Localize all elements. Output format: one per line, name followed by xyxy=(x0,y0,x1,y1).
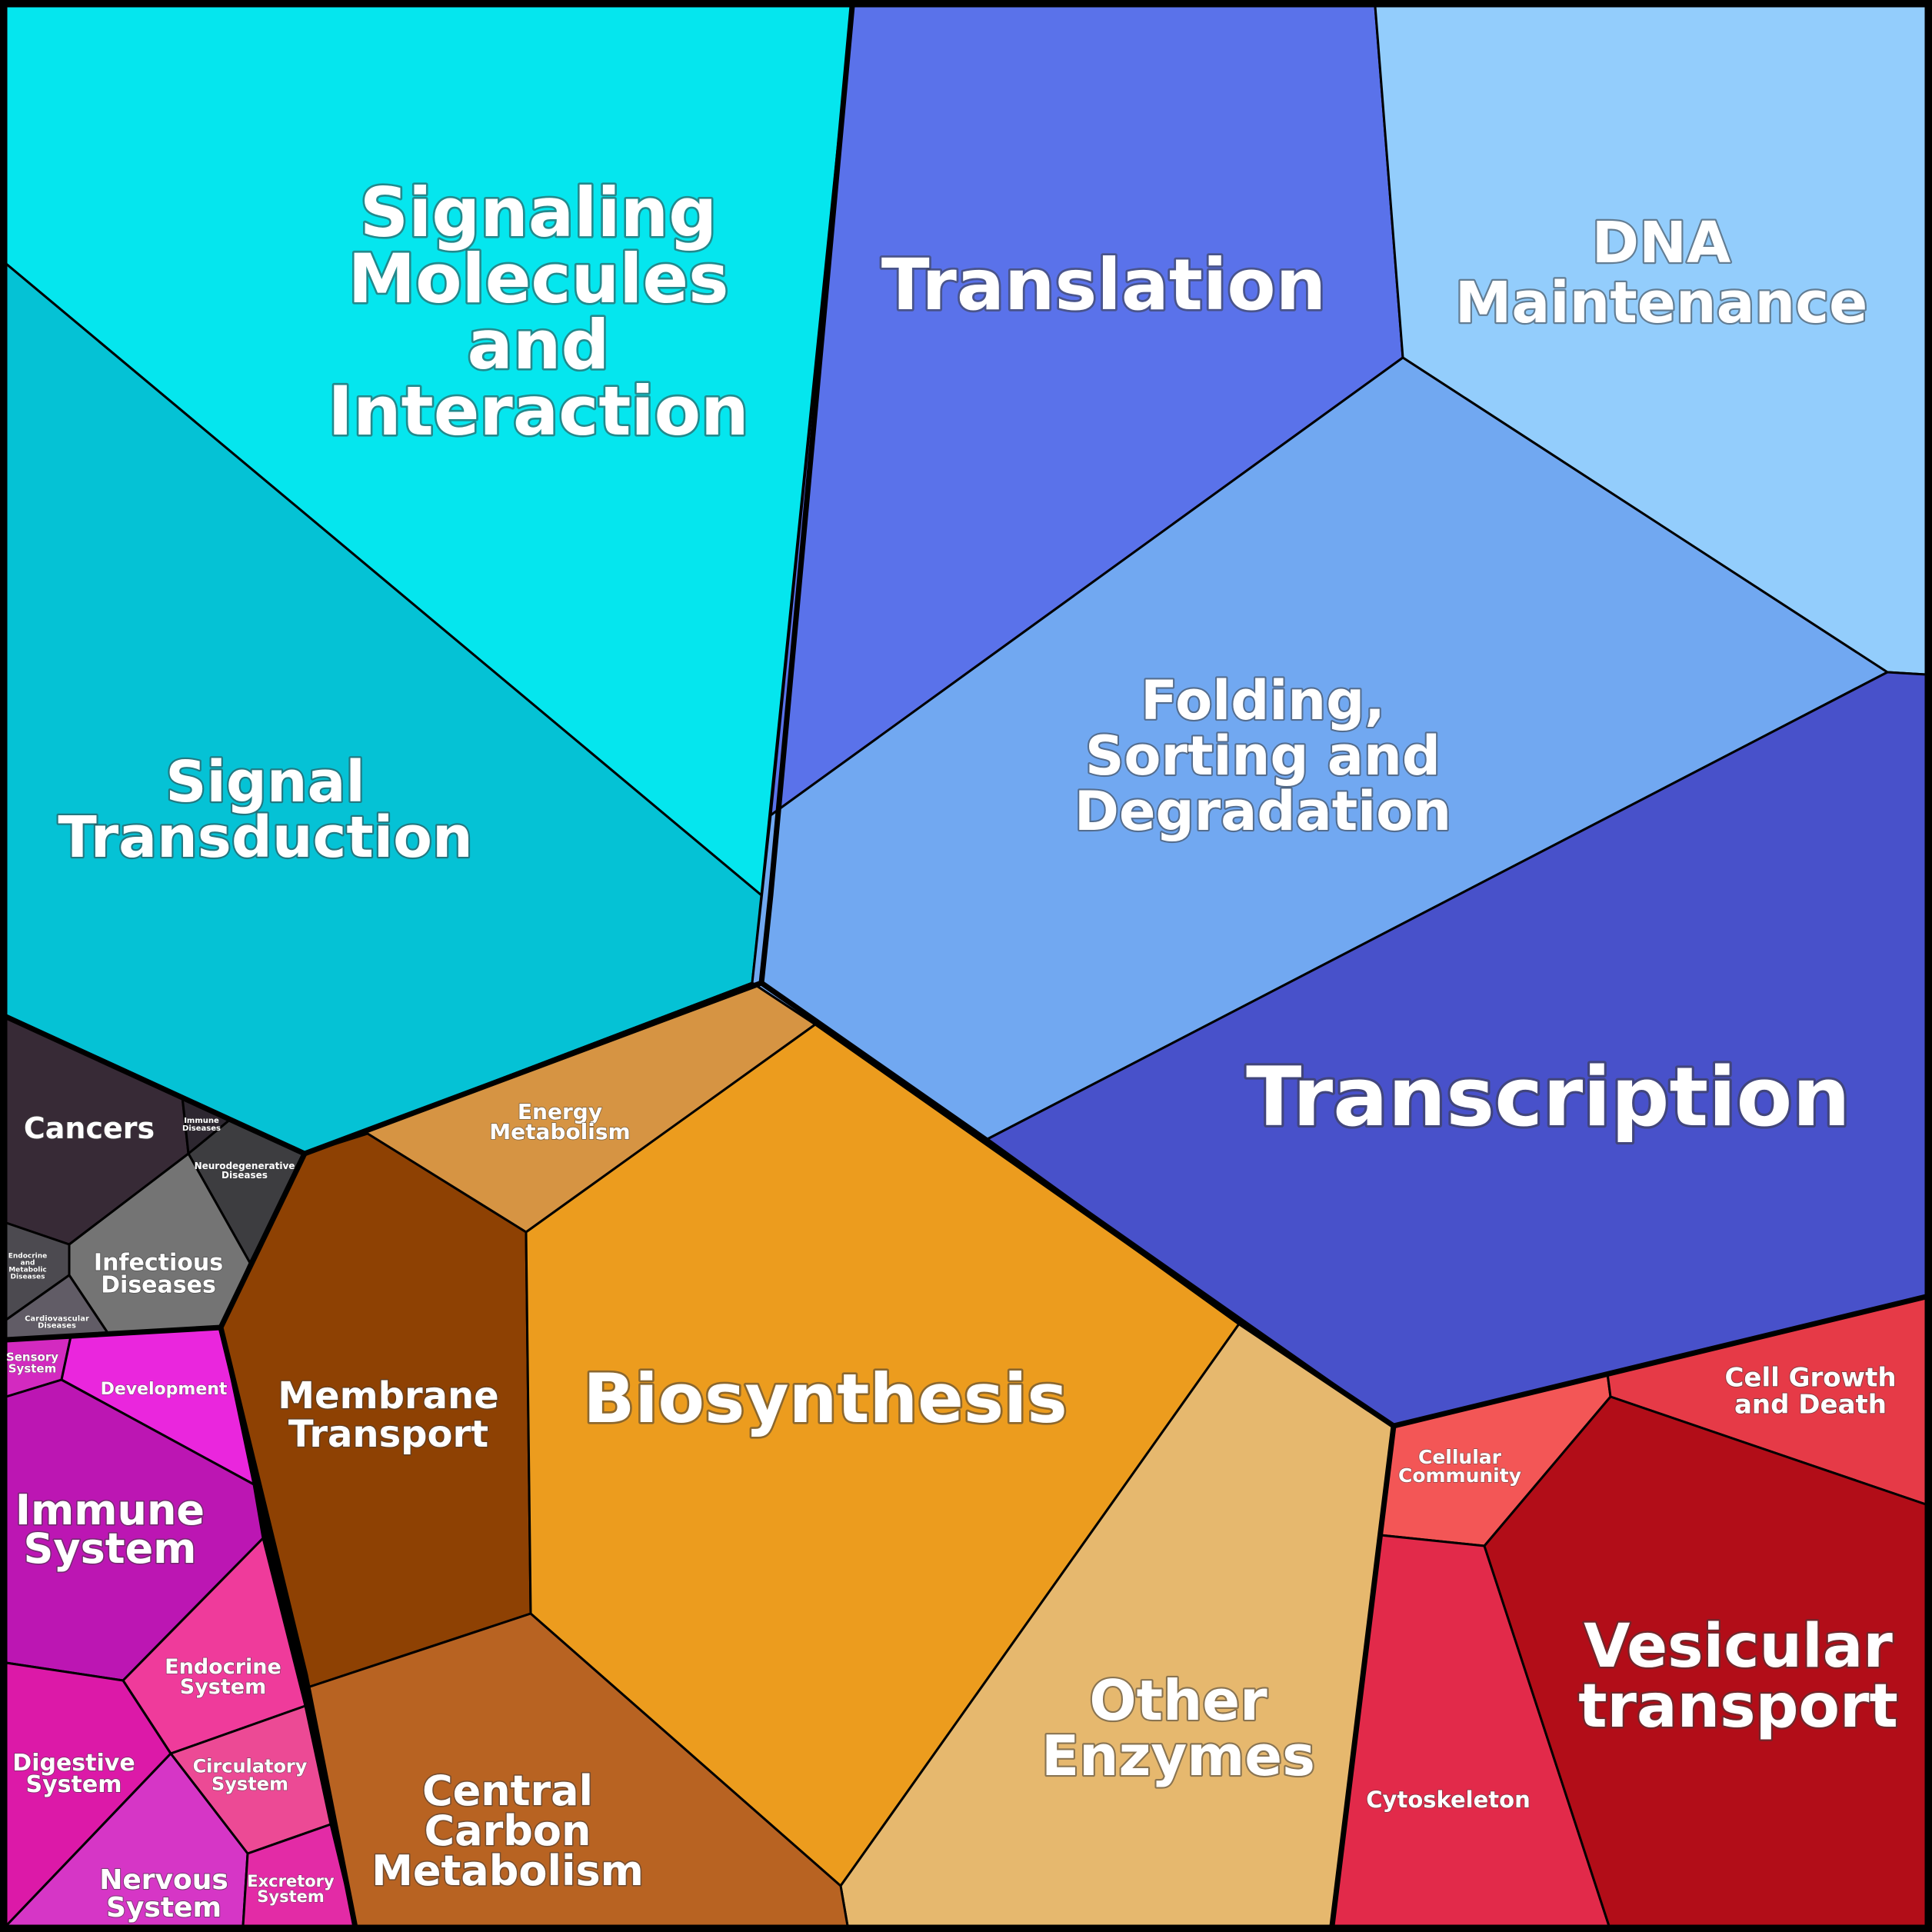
label-line-cellular-community-0: Cellular xyxy=(1418,1446,1502,1468)
label-line-vesicular-transport-1: transport xyxy=(1578,1672,1898,1741)
label-line-signaling-molecules-3: Interaction xyxy=(328,371,748,451)
label-line-circulatory-system-0: Circulatory xyxy=(193,1756,308,1777)
label-line-other-enzymes-0: Other xyxy=(1089,1668,1267,1733)
label-line-energy-metabolism-0: Energy xyxy=(518,1099,602,1124)
label-line-signal-transduction-1: Transduction xyxy=(58,804,472,871)
label-line-transcription-0: Transcription xyxy=(1246,1050,1850,1144)
label-line-energy-metabolism-1: Metabolism xyxy=(489,1119,630,1144)
label-line-endocrine-system-1: System xyxy=(180,1675,266,1699)
label-line-neurodegenerative-0: Neurodegenerative xyxy=(195,1161,295,1171)
label-line-central-carbon-1: Carbon xyxy=(425,1807,591,1855)
label-line-immune-system-1: System xyxy=(24,1524,197,1573)
label-line-cancers-0: Cancers xyxy=(24,1111,155,1145)
label-line-endocrine-system-0: Endocrine xyxy=(165,1655,281,1679)
label-line-development-0: Development xyxy=(101,1380,228,1399)
label-line-excretory-system-0: Excretory xyxy=(247,1872,335,1890)
label-line-infectious-1: Diseases xyxy=(101,1271,216,1298)
label-line-folding-0: Folding, xyxy=(1141,669,1385,732)
label-cytoskeleton: Cytoskeleton xyxy=(1366,1787,1530,1813)
label-line-sensory-system-0: Sensory xyxy=(6,1351,58,1364)
label-line-immune-diseases-0: Immune xyxy=(184,1117,219,1125)
label-line-nervous-system-1: System xyxy=(106,1892,222,1924)
label-line-dna-maintenance-1: Maintenance xyxy=(1455,270,1868,336)
label-line-membrane-transport-0: Membrane xyxy=(278,1374,498,1417)
label-line-circulatory-system-1: System xyxy=(212,1774,288,1795)
label-line-nervous-system-0: Nervous xyxy=(99,1864,228,1896)
label-line-vesicular-transport-0: Vesicular xyxy=(1584,1612,1893,1681)
label-development: Development xyxy=(101,1380,228,1399)
label-cancers: Cancers xyxy=(24,1111,155,1145)
label-line-cardiovascular-0: Cardiovascular xyxy=(25,1314,89,1323)
label-line-folding-1: Sorting and xyxy=(1085,724,1441,788)
label-line-endocrine-metabolic-0: Endocrine xyxy=(8,1253,48,1261)
label-transcription: Transcription xyxy=(1246,1050,1850,1144)
label-line-endocrine-metabolic-1: and xyxy=(21,1260,35,1267)
label-line-digestive-system-0: Digestive xyxy=(12,1750,135,1777)
label-line-signaling-molecules-0: Signaling xyxy=(360,173,718,252)
label-line-central-carbon-0: Central xyxy=(422,1767,593,1815)
label-line-immune-system-0: Immune xyxy=(15,1486,205,1534)
label-line-signaling-molecules-2: and xyxy=(467,305,609,385)
label-line-cell-growth-1: and Death xyxy=(1734,1390,1887,1421)
label-line-sensory-system-1: System xyxy=(8,1362,56,1376)
label-line-cardiovascular-1: Diseases xyxy=(38,1321,76,1330)
label-line-endocrine-metabolic-2: Metabolic xyxy=(8,1267,47,1274)
label-line-endocrine-metabolic-3: Diseases xyxy=(11,1274,45,1281)
label-line-folding-2: Degradation xyxy=(1074,780,1451,843)
label-line-cellular-community-1: Community xyxy=(1398,1464,1521,1487)
label-line-central-carbon-2: Metabolism xyxy=(371,1847,644,1895)
label-line-signaling-molecules-1: Molecules xyxy=(348,239,729,318)
label-line-excretory-system-1: System xyxy=(257,1887,324,1906)
label-line-translation-0: Translation xyxy=(881,244,1326,326)
label-line-membrane-transport-1: Transport xyxy=(288,1413,488,1456)
label-line-biosynthesis-0: Biosynthesis xyxy=(583,1359,1067,1438)
label-line-signal-transduction-0: Signal xyxy=(165,749,365,815)
label-line-immune-diseases-1: Diseases xyxy=(182,1124,221,1133)
label-line-dna-maintenance-0: DNA xyxy=(1592,210,1731,276)
label-line-other-enzymes-1: Enzymes xyxy=(1041,1724,1315,1788)
label-line-cytoskeleton-0: Cytoskeleton xyxy=(1366,1787,1530,1813)
label-line-infectious-0: Infectious xyxy=(94,1249,223,1276)
label-line-cell-growth-0: Cell Growth xyxy=(1724,1363,1896,1394)
label-biosynthesis: Biosynthesis xyxy=(583,1359,1067,1438)
label-translation: Translation xyxy=(881,244,1326,326)
label-line-digestive-system-1: System xyxy=(26,1771,122,1798)
label-line-neurodegenerative-1: Diseases xyxy=(222,1170,268,1181)
